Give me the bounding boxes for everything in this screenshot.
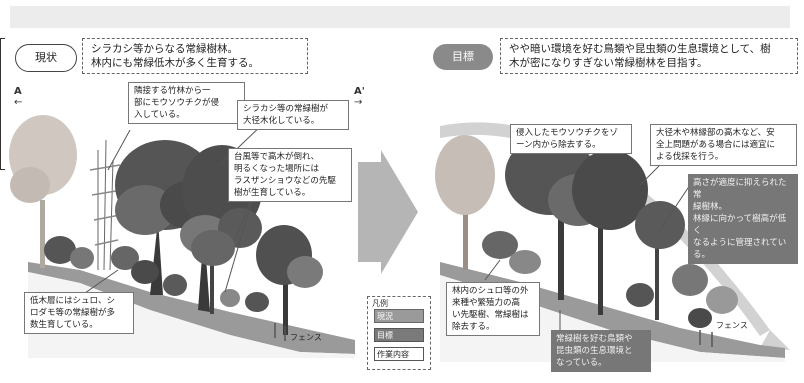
gap-trees (191, 225, 323, 335)
note-shrub-layer: 低木層にはシュロ、シ ロダモ等の常緑樹が多 数生育している。 (24, 292, 134, 334)
note-remove-invasive: 林内のシュロ等の外 来種や繁殖力の高 い先駆樹、常緑樹は 除去する。 (446, 282, 540, 336)
current-slope-base (28, 272, 355, 358)
transition-arrow (358, 150, 418, 274)
note-bamboo-invasion: 隣接する竹林から一 部にモウソウチクが侵 入している。 (128, 82, 245, 124)
current-fence-posts (274, 323, 286, 341)
section-point-a-prime: A'→ (354, 86, 365, 108)
current-badge: 現状 (15, 44, 77, 72)
legend-title: 凡例 (372, 299, 388, 308)
note-pioneer-trees: 台風等で高木が倒れ、 明るくなった場所には ラスザンショウなどの先駆 樹が生育し… (228, 148, 352, 202)
current-scene (9, 115, 355, 358)
section-point-a: A← (14, 86, 23, 108)
target-fence-posts (699, 330, 713, 347)
target-badge: 目標 (433, 44, 493, 70)
understory-shrubs (44, 236, 269, 312)
target-summary: やや暗い環境を好む鳥類や昆虫類の生息環境として、樹 木が密になりすぎない常緑樹林… (500, 38, 798, 74)
target-trees (435, 135, 738, 328)
left-edge-bracket (0, 38, 5, 170)
legend-item-target: 目標 (374, 328, 424, 342)
note-habitat: 常緑樹を好む鳥類や 昆虫類の生息環境と なっている。 (551, 330, 651, 372)
current-summary: シラカシ等からなる常緑樹林。 林内にも常緑低木が多く生育する。 (82, 38, 308, 74)
legend: 凡例 現況 目標 作業内容 (367, 296, 431, 370)
note-large-evergreens: シラカシ等の常緑樹が 大径木化している。 (237, 100, 349, 130)
pale-tree (9, 115, 77, 268)
legend-item-work: 作業内容 (374, 347, 424, 361)
header-band (10, 6, 790, 28)
target-fence-label: フェンス (716, 321, 748, 330)
bamboo-clump (89, 139, 123, 271)
note-managed-forest: 高さが適度に抑えられた常 緑樹林。 林縁に向かって樹高が低く なるように管理され… (688, 174, 798, 264)
note-remove-bamboo: 侵入したモウソウチクをゾ ーン内から除去する。 (510, 124, 632, 154)
note-cutting: 大径木や林縁部の高木など、安 全上問題がある場合には適宜に よる伐採を行う。 (650, 124, 797, 166)
current-slope (28, 262, 355, 354)
legend-item-current: 現況 (374, 309, 424, 323)
current-fence-label: フェンス (290, 333, 322, 342)
